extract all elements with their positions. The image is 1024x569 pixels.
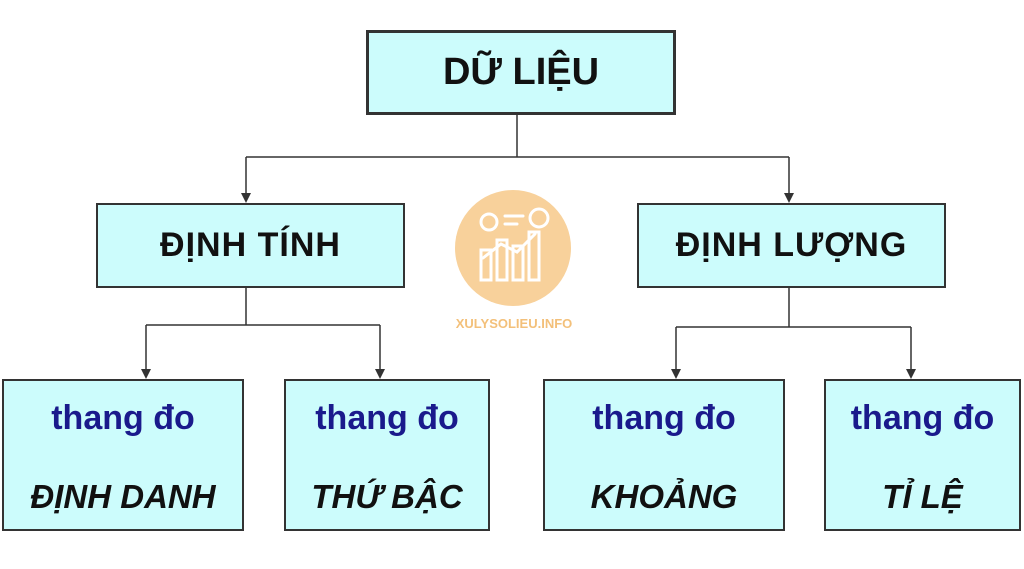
branch-node-qualitative: ĐỊNH TÍNH [96, 203, 405, 288]
leaf-line1: thang đo [51, 399, 195, 437]
leaf-line2: THỨ BẬC [311, 478, 463, 515]
branch-label: ĐỊNH TÍNH [160, 226, 341, 264]
leaf-node-ratio: thang đo TỈ LỆ [824, 379, 1021, 531]
branch-label: ĐỊNH LƯỢNG [675, 226, 908, 264]
leaf-line2: TỈ LỆ [882, 478, 963, 515]
root-label: DỮ LIỆU [442, 51, 600, 93]
leaf-line1: thang đo [850, 399, 995, 437]
root-node: DỮ LIỆU [366, 30, 676, 115]
leaf-node-ordinal: thang đo THỨ BẬC [284, 379, 490, 531]
leaf-line1: thang đo [315, 399, 459, 437]
watermark-text: XULYSOLIEU.INFO [455, 316, 573, 331]
watermark-logo-icon [455, 190, 571, 306]
leaf-line1: thang đo [592, 399, 736, 437]
leaf-line2: ĐỊNH DANH [30, 478, 216, 515]
leaf-line2: KHOẢNG [590, 478, 738, 515]
leaf-node-interval: thang đo KHOẢNG [543, 379, 785, 531]
leaf-node-nominal: thang đo ĐỊNH DANH [2, 379, 244, 531]
branch-node-quantitative: ĐỊNH LƯỢNG [637, 203, 946, 288]
